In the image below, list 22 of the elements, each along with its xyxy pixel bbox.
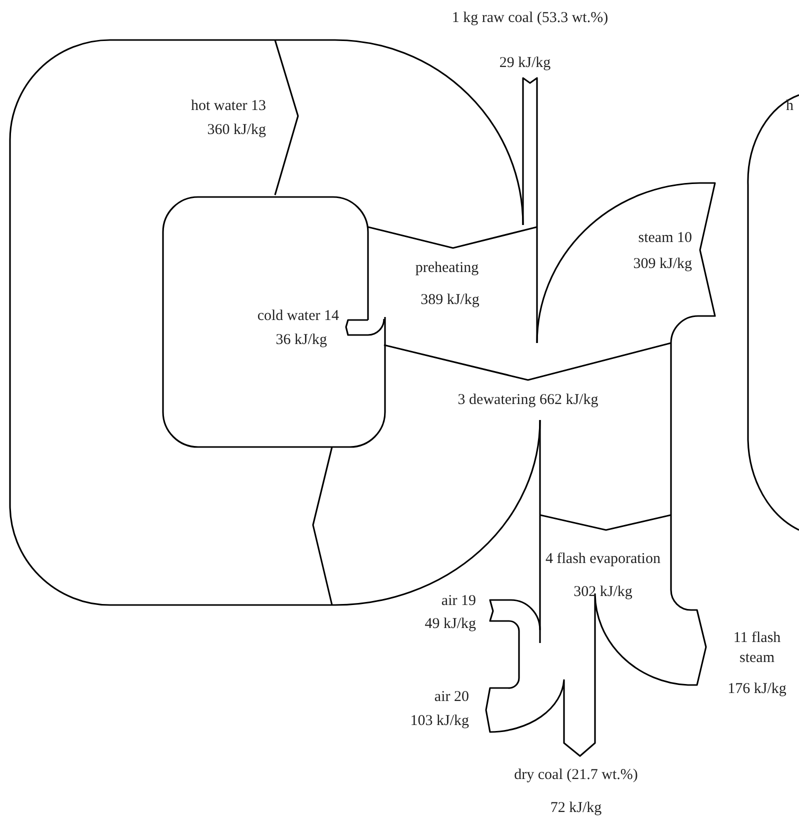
flow-label: cold water 14: [257, 307, 339, 326]
flow-label: air 20: [434, 688, 469, 707]
flow-label: air 19: [441, 592, 476, 611]
value-label: 36 kJ/kg: [276, 331, 327, 350]
value-label: 49 kJ/kg: [424, 615, 476, 634]
value-label: 176 kJ/kg: [728, 680, 786, 699]
flow-label: steam 10: [638, 229, 692, 248]
process-label: 4 flash evaporation: [544, 550, 662, 569]
flow-label: dry coal (21.7 wt.%): [514, 766, 638, 785]
process-label: preheating: [415, 259, 479, 278]
flow-label: h: [786, 97, 794, 116]
value-label: 309 kJ/kg: [633, 255, 692, 274]
value-label: 29 kJ/kg: [499, 54, 551, 73]
value-label: 302 kJ/kg: [574, 583, 632, 602]
flow-label: 11 flash steam: [732, 629, 782, 668]
value-label: 72 kJ/kg: [550, 799, 602, 818]
process-label: 3 dewatering 662 kJ/kg: [458, 391, 598, 410]
flow-label: hot water 13: [191, 97, 266, 116]
value-label: 103 kJ/kg: [410, 712, 469, 731]
value-label: 360 kJ/kg: [207, 121, 266, 140]
value-label: 389 kJ/kg: [420, 291, 480, 310]
flow-label: 1 kg raw coal (53.3 wt.%): [452, 9, 608, 28]
